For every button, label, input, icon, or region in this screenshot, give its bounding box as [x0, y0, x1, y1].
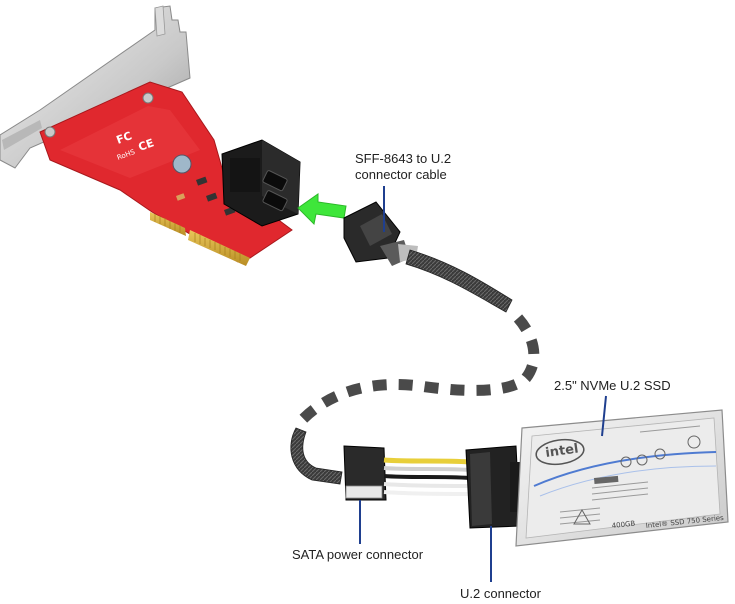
certification-icon	[636, 454, 648, 466]
ssd-capacity: 400GB	[611, 520, 635, 530]
warning-triangle-icon	[573, 508, 591, 525]
ssd-label: 2.5" NVMe U.2 SSD	[554, 378, 671, 393]
cable-label-line1: SFF-8643 to U.2	[355, 151, 452, 166]
barcode	[594, 475, 619, 484]
hologram-sticker	[172, 154, 192, 174]
smd-component	[196, 176, 208, 186]
pcb-screw	[142, 92, 154, 104]
pcie-edge-connector	[150, 212, 250, 266]
insert-direction-arrow	[297, 193, 347, 226]
certification-icon	[654, 448, 666, 460]
ssd-swoosh	[533, 451, 717, 487]
nvme-u2-ssd: intel 400GB Intel® SSD 750 Series	[515, 409, 729, 547]
sata-power-label: SATA power connector	[292, 547, 424, 562]
certification-icon	[687, 435, 701, 449]
cable-label-line2: connector cable	[355, 167, 447, 182]
ssd-leader-line	[601, 395, 607, 437]
ssd-brand: intel	[544, 441, 579, 460]
pcie-adapter-card: FC CE RoHS	[0, 5, 301, 266]
u2-connector-body	[465, 445, 524, 529]
certification-icon	[620, 456, 632, 468]
sff-8643-port	[221, 139, 301, 227]
intel-logo	[535, 438, 585, 466]
braided-cable-end	[290, 427, 343, 485]
u2-connector-label: U.2 connector	[460, 586, 541, 601]
pcb-screw	[44, 126, 56, 138]
fc-mark: FC	[115, 129, 134, 147]
braided-cable-start	[405, 249, 513, 313]
smd-component	[176, 193, 186, 201]
smd-component	[206, 192, 218, 202]
sff-8643-cable-plug	[343, 201, 418, 266]
pcb-board	[39, 81, 293, 263]
cable-continuation-dashed	[298, 314, 540, 424]
sata-power-connector	[343, 445, 471, 501]
ce-mark: CE	[137, 136, 156, 154]
